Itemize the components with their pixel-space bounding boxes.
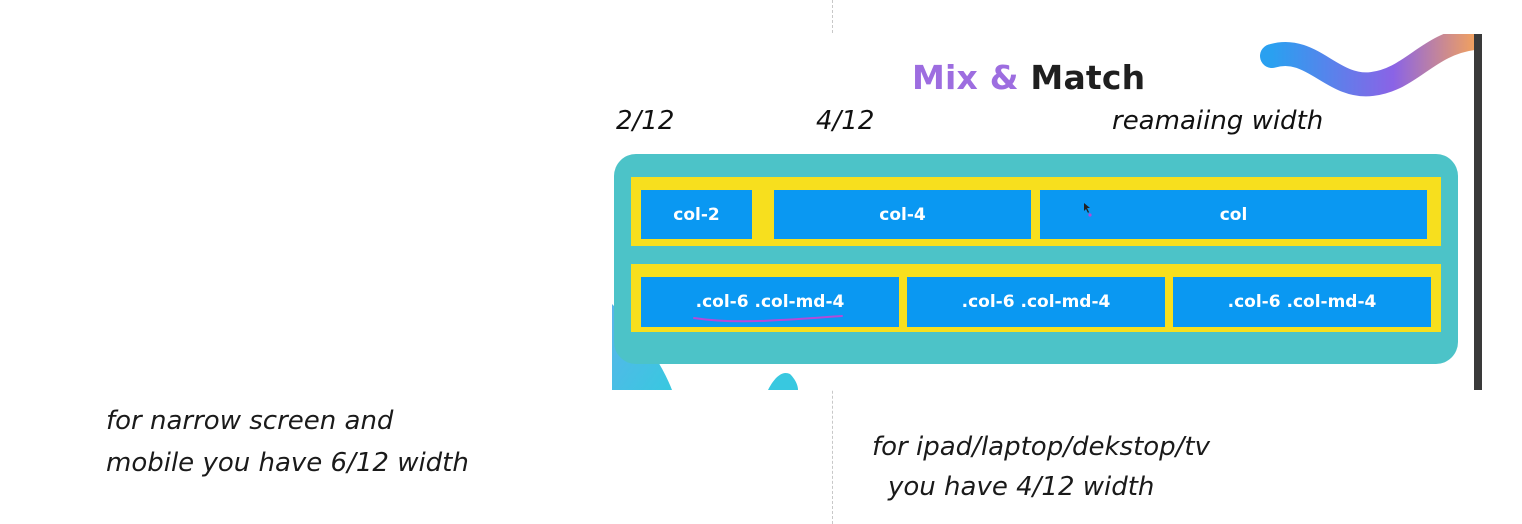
- title-rest: Match: [1030, 58, 1146, 97]
- grid-column: .col-6 .col-md-4: [907, 277, 1165, 327]
- grid-column: col-2: [641, 190, 752, 239]
- grid-column: col: [1040, 190, 1427, 239]
- grid-row-1: col-2 col-4 col: [631, 177, 1441, 246]
- note-desktop-line-2: you have 4/12 width: [888, 472, 1155, 502]
- title-accent: Mix &: [912, 58, 1019, 97]
- note-desktop-line-1: for ipad/laptop/dekstop/tv: [872, 432, 1211, 462]
- note-mobile-line-2: mobile you have 6/12 width: [106, 448, 469, 478]
- note-mobile-line-1: for narrow screen and: [106, 406, 394, 436]
- blob-decoration-small: [768, 372, 798, 390]
- slide-title: Mix & Match: [912, 58, 1145, 97]
- grid-column: .col-6 .col-md-4: [1173, 277, 1431, 327]
- fraction-label-first: 2/12: [616, 106, 675, 136]
- cursor-icon: [1084, 203, 1092, 217]
- grid-column: col-4: [774, 190, 1031, 239]
- wave-decoration: [1260, 34, 1482, 97]
- grid-container: col-2 col-4 col .col-6 .col-md-4 .col-6 …: [614, 154, 1458, 364]
- pen-underline: [693, 315, 843, 323]
- grid-column: .col-6 .col-md-4: [641, 277, 899, 327]
- slide-edge-bar: [1474, 34, 1482, 390]
- fraction-label-remaining: reamaiing width: [1112, 106, 1324, 136]
- fraction-label-second: 4/12: [816, 106, 875, 136]
- grid-row-2: .col-6 .col-md-4 .col-6 .col-md-4 .col-6…: [631, 264, 1441, 332]
